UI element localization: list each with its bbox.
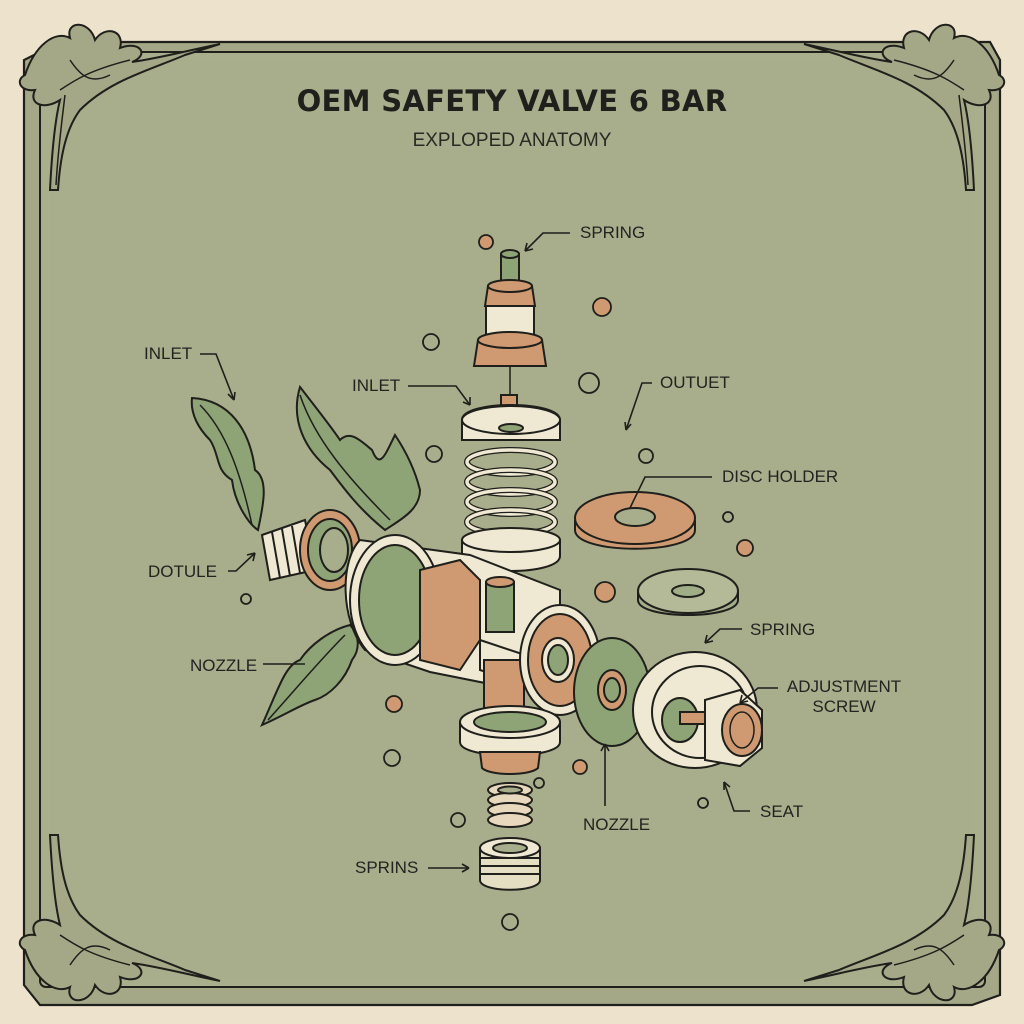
main-spring — [461, 404, 561, 572]
leaf-bottom-left-icon — [260, 623, 359, 727]
top-stem-assembly — [472, 249, 548, 420]
label-adjustment-screw-line2: SCREW — [812, 697, 876, 716]
label-seat: SEAT — [760, 802, 804, 821]
leader-lines — [200, 232, 778, 873]
label-adjustment-screw-line1: ADJUSTMENT — [786, 677, 902, 696]
diagram-title: OEM SAFETY VALVE 6 BAR — [296, 84, 728, 118]
leaf-left-icon — [190, 396, 265, 532]
corner-ornament-top-right-icon — [803, 23, 1006, 191]
flat-disc-part — [637, 568, 739, 616]
label-dotule: DOTULE — [148, 562, 217, 581]
adjustment-screw-part — [632, 651, 763, 769]
label-outuet: OUTUET — [660, 373, 730, 392]
small-spring — [487, 782, 533, 828]
corner-ornament-top-left-icon — [18, 23, 221, 191]
label-spring-right: SPRING — [750, 620, 816, 639]
label-nozzle-bottom: NOZZLE — [583, 815, 651, 834]
label-disc-holder: DISC HOLDER — [722, 467, 839, 486]
decorative-bubbles — [240, 234, 754, 931]
corner-ornament-bottom-right-icon — [803, 834, 1006, 1002]
disc-holder-part — [574, 491, 696, 550]
label-nozzle-left: NOZZLE — [190, 656, 258, 675]
washer-stack — [479, 837, 541, 891]
corner-ornament-bottom-left-icon — [18, 834, 221, 1002]
lower-cup — [459, 705, 561, 775]
label-sprins: SPRINS — [355, 858, 419, 877]
label-spring-top: SPRING — [580, 223, 646, 242]
label-inlet-left: INLET — [144, 344, 193, 363]
leaf-center-icon — [295, 384, 422, 532]
label-inlet-center: INLET — [352, 376, 401, 395]
label-adjustment-screw: ADJUSTMENT SCREW — [784, 677, 904, 717]
left-threaded-fitting — [260, 509, 361, 591]
diagram-subtitle: EXPLOPED ANATOMY — [412, 130, 612, 151]
